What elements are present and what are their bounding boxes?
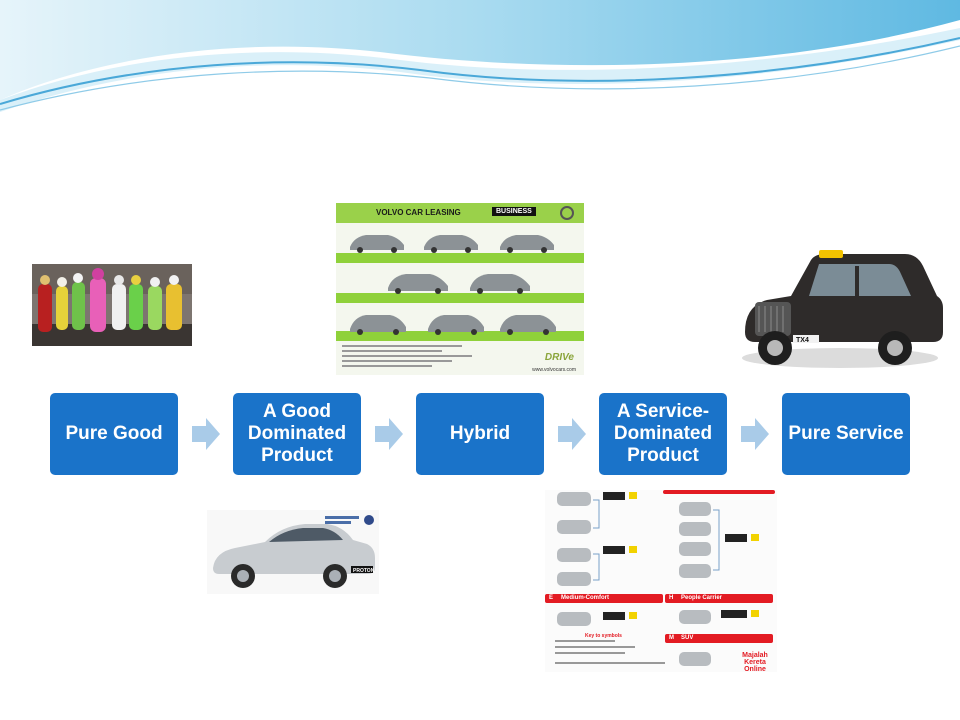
rental-stamp: Majalah Kereta Online xyxy=(742,652,768,672)
header-wave xyxy=(0,0,960,112)
rental-car-images xyxy=(555,492,759,666)
volvo-drive-logo: DRIVe xyxy=(544,352,574,363)
arrow-right-icon xyxy=(741,418,769,450)
rental-section-bar xyxy=(545,594,663,603)
volvo-car-images xyxy=(342,235,556,367)
stage-pure-service: Pure Service xyxy=(782,393,910,475)
dancers-photo xyxy=(32,264,192,346)
volvo-ad-header: VOLVO CAR LEASING BUSINESS xyxy=(336,203,584,223)
stage-service-dominated: A Service-Dominated Product xyxy=(599,393,727,475)
proton-plate: PROTON xyxy=(353,568,375,574)
volvo-ad-band xyxy=(336,253,584,263)
volvo-leasing-ad: VOLVO CAR LEASING BUSINESS xyxy=(336,203,584,375)
rental-section-label: People Carrier xyxy=(681,595,723,601)
proton-car-photo: PROTON xyxy=(207,510,379,594)
stage-good-dominated: A Good Dominated Product xyxy=(233,393,361,475)
stage-pure-good: Pure Good xyxy=(50,393,178,475)
volvo-ad-heading: VOLVO CAR LEASING xyxy=(376,208,461,217)
rental-key-label: Key to symbols xyxy=(585,633,622,639)
volvo-logo-icon xyxy=(560,206,574,220)
volvo-ad-tag: BUSINESS xyxy=(492,207,536,216)
rental-section-bar xyxy=(665,634,773,643)
volvo-ad-band xyxy=(336,293,584,303)
volvo-ad-band xyxy=(336,331,584,341)
rental-section-label: SUV xyxy=(681,635,694,641)
taxi-photo: TX4 xyxy=(735,240,945,372)
rental-top-bar xyxy=(663,490,775,494)
arrow-right-icon xyxy=(375,418,403,450)
rental-section-key: E xyxy=(549,595,554,601)
arrow-right-icon xyxy=(192,418,220,450)
taxi-plate: TX4 xyxy=(796,337,809,344)
rental-section-bar xyxy=(665,594,773,603)
arrow-right-icon xyxy=(558,418,586,450)
car-rental-table: E Medium-Comfort H People Carrier M SUV … xyxy=(545,490,777,672)
stage-hybrid: Hybrid xyxy=(416,393,544,475)
rental-section-label: Medium-Comfort xyxy=(561,595,609,601)
rental-section-key: H xyxy=(669,595,674,601)
volvo-website: www.volvocars.com xyxy=(532,367,576,373)
rental-section-key: M xyxy=(669,635,674,641)
